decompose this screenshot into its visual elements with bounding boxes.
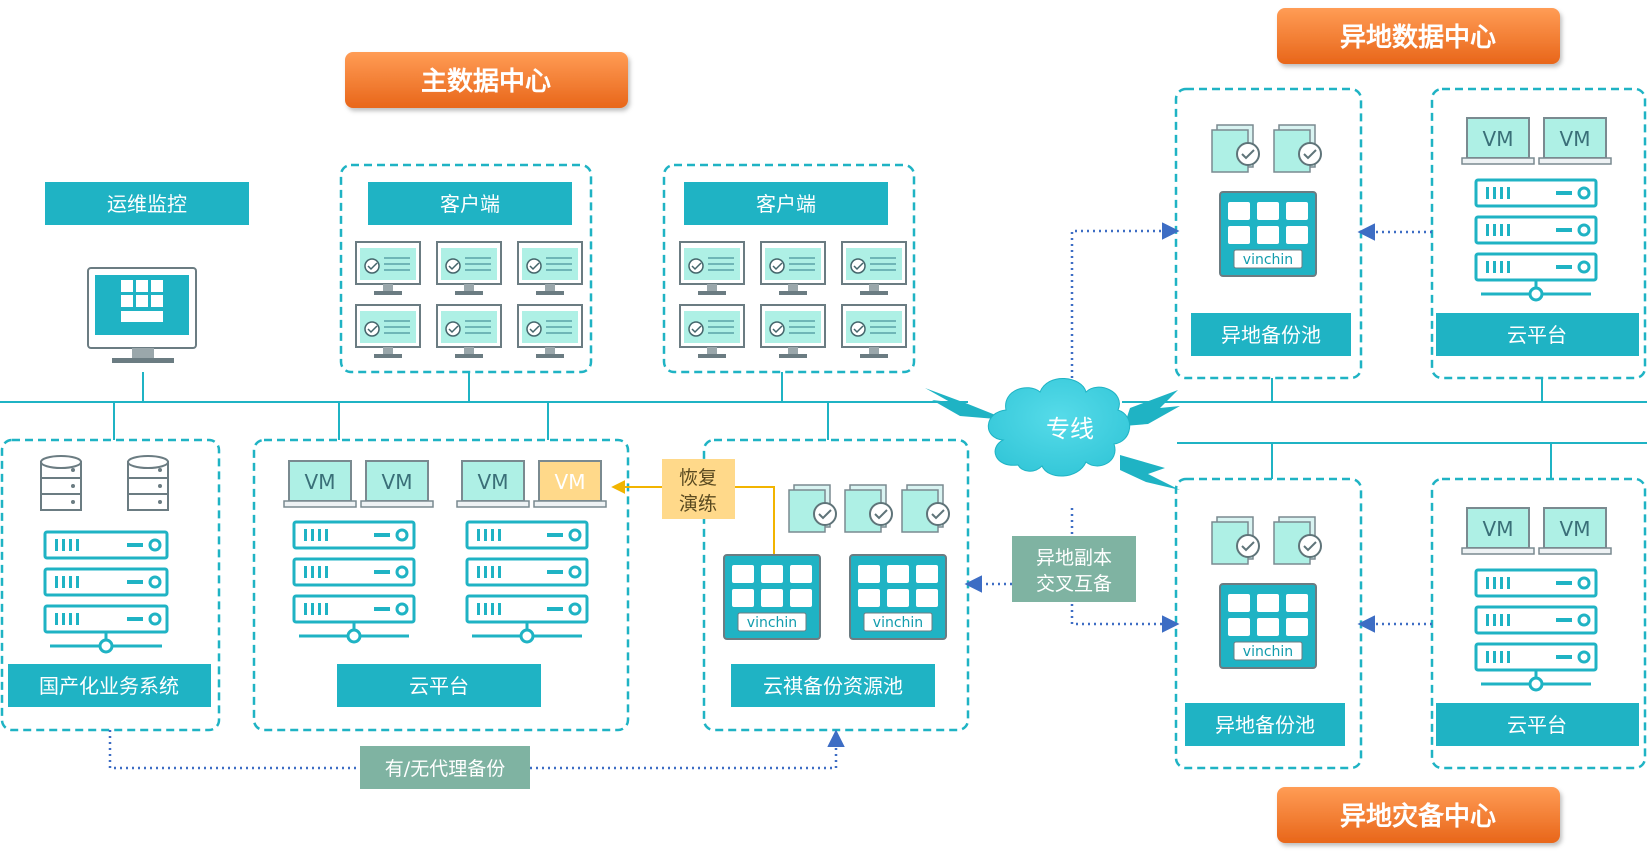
vm-label: VM [1483, 517, 1514, 541]
client-monitor-icon [436, 304, 502, 358]
backup-copy-icon [844, 484, 893, 533]
server-rack-icon [1474, 568, 1598, 692]
database-icon [40, 455, 82, 511]
cross-backup-badge: 异地副本 交叉互备 [1012, 536, 1136, 602]
agent-backup-badge: 有/无代理备份 [360, 746, 530, 789]
cross-backup-line2: 交叉互备 [1036, 573, 1112, 595]
vm-icon: VM [360, 460, 434, 508]
header-remote-dr: 异地灾备中心 [1277, 787, 1560, 843]
header-remote-dc: 异地数据中心 [1277, 8, 1560, 64]
network-backbone [0, 372, 1647, 479]
line-to-remote-top [1070, 222, 1180, 378]
lightning-bolts [925, 388, 1180, 490]
vinchin-backup-icon: vinchin [723, 554, 821, 640]
client-monitor-icon [760, 241, 826, 295]
vinchin-backup-icon: vinchin [849, 554, 947, 640]
vinchin-backup-icon: vinchin [1219, 583, 1317, 669]
dotted-connectors [108, 222, 1432, 770]
recovery-drill-line1: 恢复 [679, 467, 717, 489]
vm-icon: VM [1461, 507, 1535, 555]
vinchin-logo-text: vinchin [873, 615, 923, 631]
server-rack-icon [43, 530, 169, 654]
lightning-icon [1124, 390, 1180, 426]
dedicated-line-cloud: 专线 [987, 378, 1130, 477]
backup-copy-icon [901, 484, 950, 533]
domestic-system-group [0, 438, 221, 732]
client-monitor-icon [841, 241, 907, 295]
backup-copy-icon [1211, 124, 1260, 173]
cloud-platform-main-group [252, 438, 630, 732]
vm-label: VM [1560, 517, 1591, 541]
header-main-dc: 主数据中心 [345, 52, 628, 108]
header-main-dc-title: 主数据中心 [421, 67, 551, 97]
client-monitor-icon [517, 241, 583, 295]
vm-icon: VM [456, 460, 530, 508]
client-group-1 [339, 163, 593, 374]
lightning-icon [925, 388, 1008, 420]
header-remote-dr-title: 异地灾备中心 [1340, 801, 1496, 832]
ops-monitor-icon [87, 267, 197, 363]
server-rack-icon [1474, 178, 1598, 302]
cloud-top-label: 云平台 [1507, 323, 1567, 347]
cloud-top-group [1430, 87, 1647, 380]
cross-backup-line1: 异地副本 [1036, 547, 1112, 569]
backup-pool-label: 云祺备份资源池 [763, 674, 903, 698]
vinchin-backup-icon: vinchin [1219, 191, 1317, 277]
vm-icon: VM [1538, 507, 1612, 555]
remote-pool-top-label: 异地备份池 [1221, 323, 1321, 347]
cloud-main-label: 云平台 [409, 674, 469, 698]
vm-icon: VM [283, 460, 357, 508]
vm-label: VM [305, 470, 336, 494]
lightning-icon [1120, 455, 1180, 490]
ops-monitor-label: 运维监控 [107, 192, 187, 216]
remote-pool-bottom-label: 异地备份池 [1215, 713, 1315, 737]
client-monitor-icon [679, 241, 745, 295]
vinchin-logo-text: vinchin [1243, 644, 1293, 660]
recovery-drill-badge: 恢复 演练 [662, 459, 735, 519]
agent-backup-label: 有/无代理备份 [385, 758, 505, 780]
vm-icon: VM [533, 460, 607, 508]
client-monitor-icon [679, 304, 745, 358]
vm-label: VM [382, 470, 413, 494]
backup-copy-icon [1273, 516, 1322, 565]
dedicated-line-label: 专线 [1046, 415, 1094, 443]
line-to-remote-bottom [1070, 508, 1180, 633]
vm-label: VM [478, 470, 509, 494]
domestic-system-label: 国产化业务系统 [39, 674, 179, 698]
database-icon [127, 455, 169, 511]
cloud-bottom-label: 云平台 [1507, 713, 1567, 737]
recovery-drill-line2: 演练 [679, 493, 717, 515]
vm-label: VM [555, 470, 586, 494]
recovery-drill-connector [611, 480, 775, 555]
backup-copy-icon [1273, 124, 1322, 173]
vm-icon: VM [1538, 117, 1612, 165]
header-remote-dc-title: 异地数据中心 [1340, 23, 1496, 53]
client-monitor-icon [517, 304, 583, 358]
vinchin-logo-text: vinchin [1243, 252, 1293, 268]
server-rack-icon [292, 520, 416, 644]
vm-label: VM [1560, 127, 1591, 151]
client-label-1: 客户端 [440, 192, 500, 216]
agent-backup-line-right [530, 729, 845, 770]
backup-copy-icon [1211, 516, 1260, 565]
client-monitor-icon [355, 304, 421, 358]
vinchin-logo-text: vinchin [747, 615, 797, 631]
client-label-2: 客户端 [756, 192, 816, 216]
server-rack-icon [465, 520, 589, 644]
client-group-2 [662, 163, 916, 374]
client-monitor-icon [760, 304, 826, 358]
vm-icon: VM [1461, 117, 1535, 165]
client-monitor-icon [436, 241, 502, 295]
backup-copy-icon [788, 484, 837, 533]
client-monitor-icon [841, 304, 907, 358]
label-bars: 运维监控 客户端 客户端 国产化业务系统 云平台 云祺备份资源池 异地备份池 云… [8, 182, 1639, 746]
vm-label: VM [1483, 127, 1514, 151]
client-monitor-icon [355, 241, 421, 295]
agent-backup-line [108, 730, 360, 770]
